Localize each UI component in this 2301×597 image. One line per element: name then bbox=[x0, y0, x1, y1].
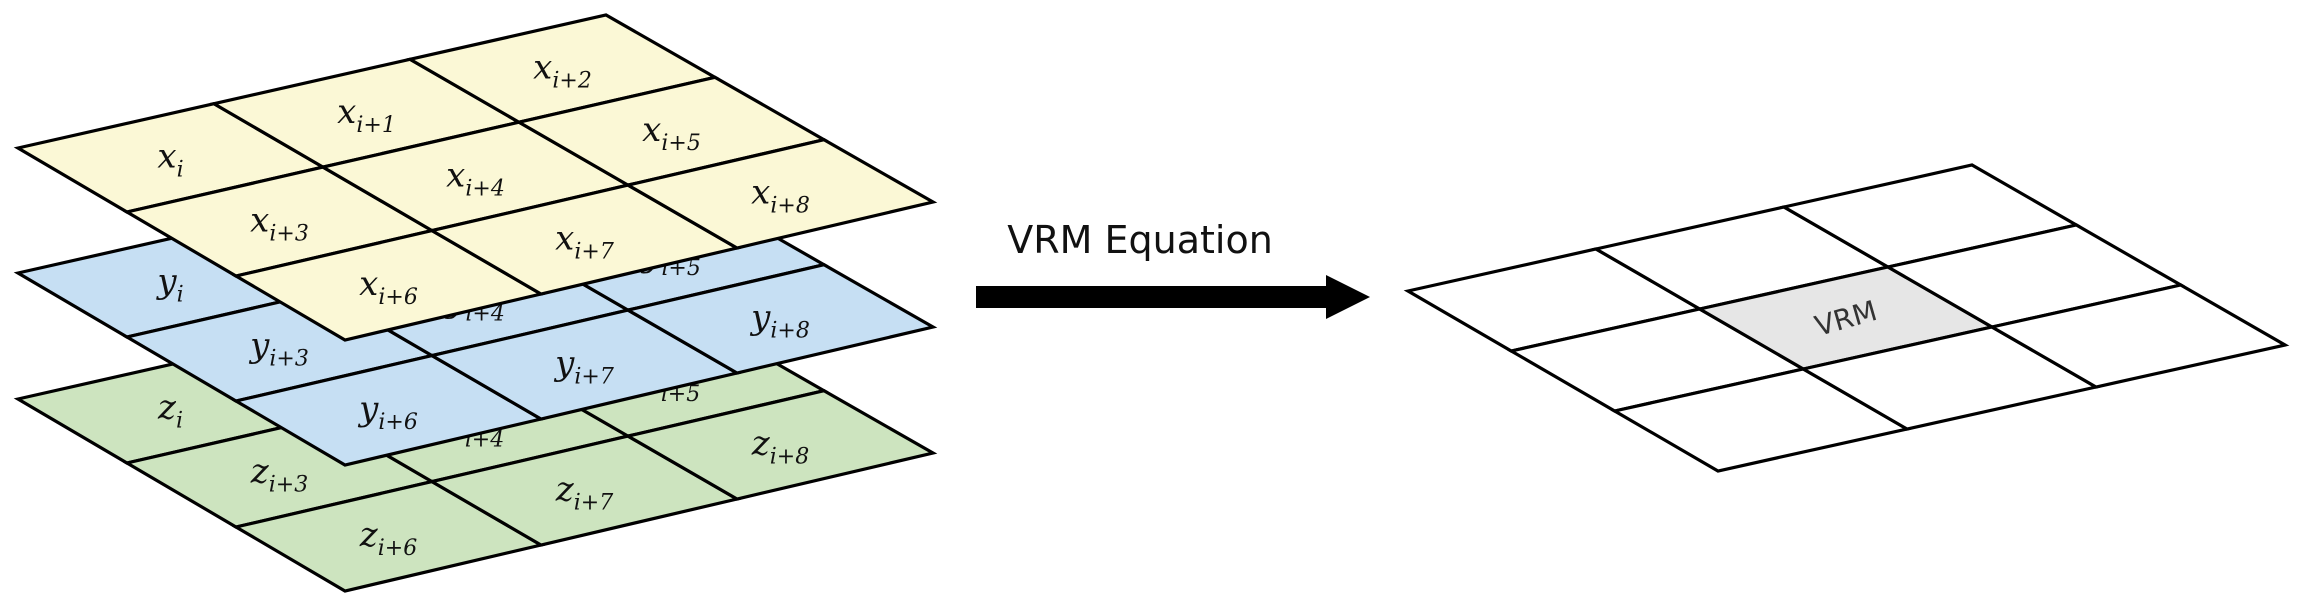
cell-x-4: xi+4 bbox=[318, 120, 633, 233]
result-cell-8 bbox=[1987, 283, 2290, 389]
cell-y-6: yi+6 bbox=[231, 353, 546, 467]
arrow-head bbox=[1326, 275, 1370, 319]
output-grid: VRM bbox=[1403, 163, 2290, 473]
cell-x-2: xi+2 bbox=[405, 13, 720, 124]
cell-z-8: zi+8 bbox=[623, 388, 938, 501]
arrow-shaft bbox=[976, 286, 1330, 308]
vrm-arrow: VRM Equation bbox=[976, 218, 1370, 319]
cell-x-0: xi bbox=[13, 102, 328, 214]
arrow-label: VRM Equation bbox=[1007, 218, 1273, 262]
input-layer-stack: zizi+1zi+2zi+3zi+4zi+5zi+6zi+7zi+8yiyi+1… bbox=[13, 13, 938, 593]
cell-z-8-shape bbox=[623, 388, 938, 501]
cell-z-7-label: zi+7 bbox=[555, 469, 613, 515]
cell-x-5: xi+5 bbox=[514, 75, 829, 187]
cell-x-8-shape bbox=[623, 137, 938, 250]
cell-x-8: xi+8 bbox=[623, 137, 938, 250]
cell-y-8: yi+8 bbox=[623, 262, 938, 375]
cell-y-8-shape bbox=[623, 262, 938, 375]
